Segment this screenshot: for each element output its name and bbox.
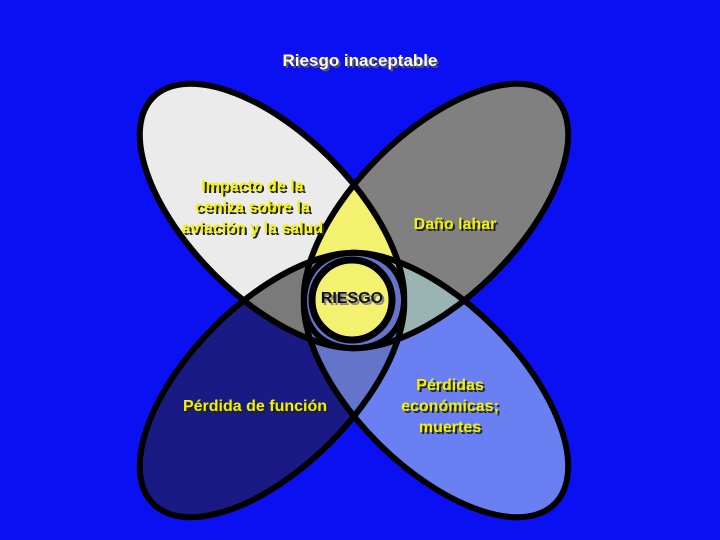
label-line: aviación y la salud: [181, 220, 324, 237]
label-line: ceniza sobre la: [195, 199, 310, 216]
risk-circle: [308, 256, 396, 344]
risk-label: RIESGO: [320, 290, 384, 307]
label-line: muertes: [418, 419, 482, 436]
label-economic-losses: Pérdidas económicas; muertes: [380, 375, 520, 438]
label-line: Impacto de la: [201, 178, 304, 195]
label-lahar-damage: Daño lahar: [413, 216, 497, 233]
label-ash-impact: Impacto de la ceniza sobre la aviación y…: [165, 176, 340, 239]
label-line: económicas;: [401, 398, 499, 415]
label-line: Pérdidas: [416, 377, 484, 394]
label-loss-of-function: Pérdida de función: [182, 398, 327, 415]
diagram-title: Riesgo inaceptable: [282, 51, 438, 70]
